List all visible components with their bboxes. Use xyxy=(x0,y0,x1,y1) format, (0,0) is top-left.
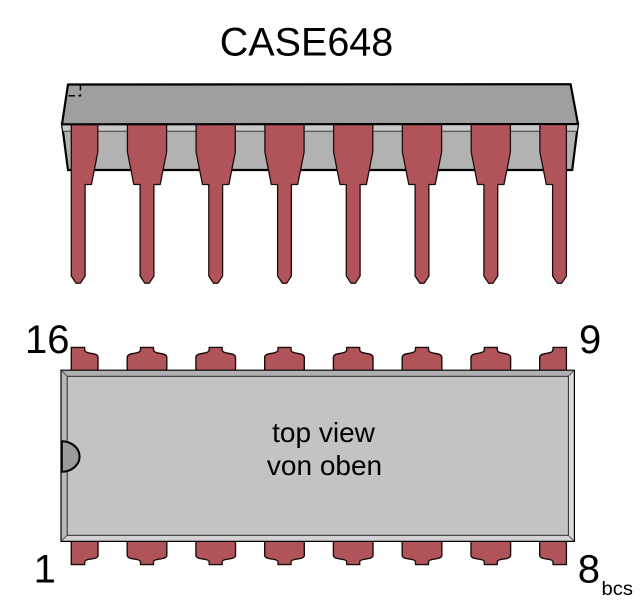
svg-text:CASE648: CASE648 xyxy=(220,21,393,65)
svg-text:9: 9 xyxy=(579,318,601,362)
svg-text:von oben: von oben xyxy=(267,450,382,481)
svg-text:16: 16 xyxy=(25,318,70,362)
svg-text:top view: top view xyxy=(272,417,375,448)
svg-text:bcs: bcs xyxy=(602,579,634,600)
svg-text:8: 8 xyxy=(578,548,600,592)
svg-text:1: 1 xyxy=(34,548,56,592)
